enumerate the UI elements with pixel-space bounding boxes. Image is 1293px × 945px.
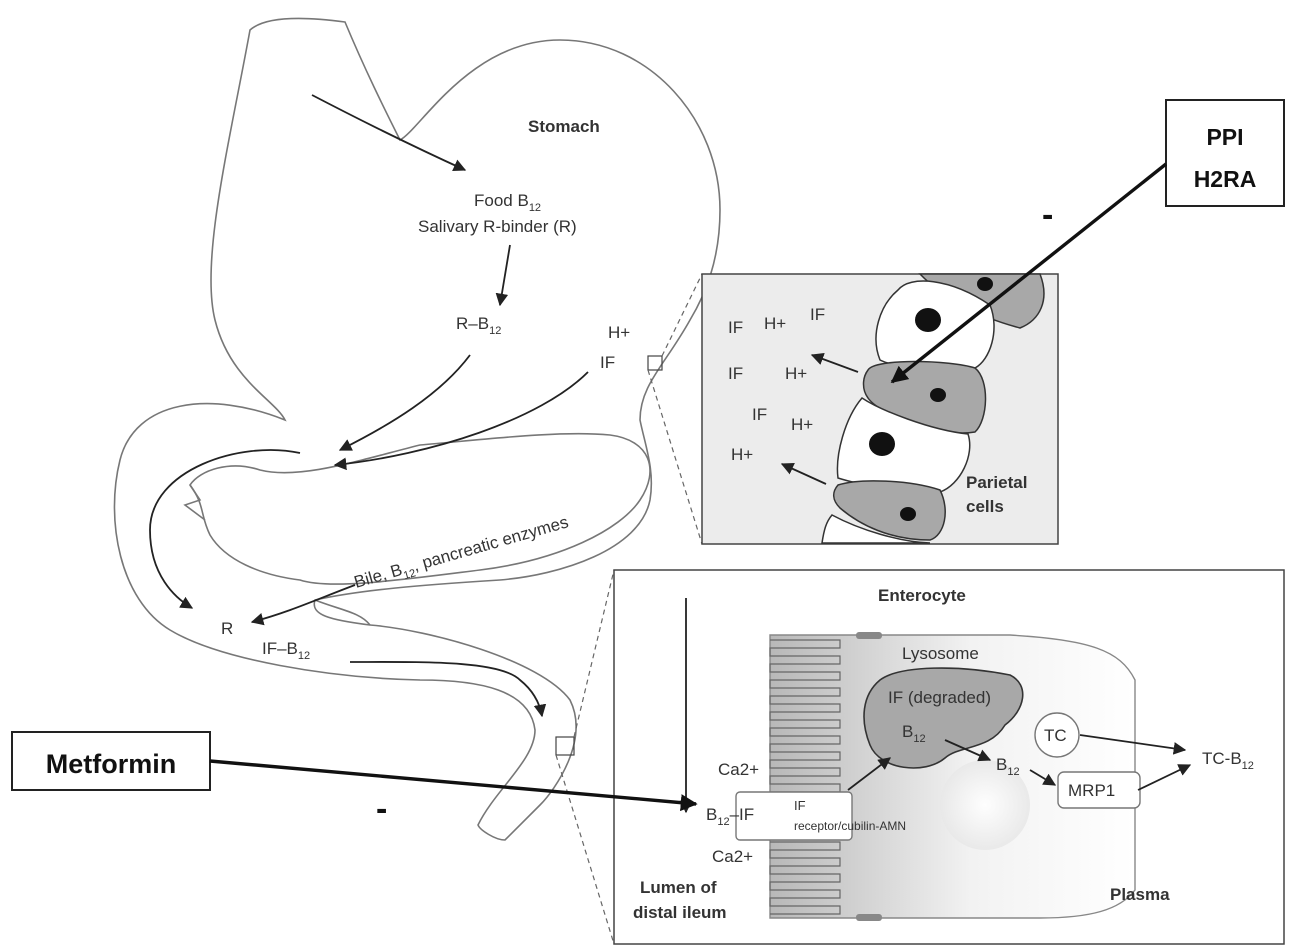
tc-b12-sub: 12 [1242, 760, 1254, 772]
bile-sub: 12 [402, 567, 417, 582]
parietal-cell-3 [833, 480, 946, 541]
duodenum-inner [314, 599, 371, 626]
b12-if-b: B [706, 805, 717, 824]
parietal-if-1: IF [728, 318, 743, 337]
mrp1-label: MRP1 [1068, 781, 1115, 800]
lumen-label-2: distal ileum [633, 903, 727, 922]
stomach-outline [113, 17, 721, 841]
svg-text:B12: B12 [902, 722, 926, 745]
r-label: R [221, 619, 233, 638]
metformin-label: Metformin [46, 749, 177, 779]
enterocyte-labels: Enterocyte Lysosome IF (degraded) B12 B1… [633, 586, 1254, 922]
if-degraded-label: IF (degraded) [888, 688, 991, 707]
if-b12-label: IF–B [262, 639, 298, 658]
stomach-if-label: IF [600, 353, 615, 372]
svg-text:B12–IF: B12–IF [706, 805, 754, 828]
stomach-labels: Stomach Food B12 Salivary R-binder (R) R… [221, 117, 630, 662]
stomach-title: Stomach [528, 117, 600, 136]
parietal-if-2: IF [810, 305, 825, 324]
food-b12-label: Food B [474, 191, 529, 210]
stomach-arrows [149, 94, 589, 718]
parietal-caption-2: cells [966, 497, 1004, 516]
lumen-label-1: Lumen of [640, 878, 717, 897]
enterocyte-panel [613, 569, 1285, 945]
metformin-minus-sign: - [376, 790, 387, 828]
metformin-inhibition-arrow [209, 759, 698, 812]
food-b12-sub: 12 [529, 202, 541, 214]
enterocyte-title: Enterocyte [878, 586, 966, 605]
bile-label: Bile, B [352, 560, 404, 592]
pancreatic-label: , pancreatic enzymes [411, 512, 571, 575]
free-b12: B [996, 755, 1007, 774]
h2ra-label: H2RA [1194, 166, 1257, 192]
ppi-minus-sign: - [1042, 196, 1053, 234]
b12-if-sub: 12 [717, 816, 729, 828]
r-b12-sub: 12 [489, 325, 501, 337]
metformin-box: Metformin [11, 731, 211, 791]
salivary-r-binder-label: Salivary R-binder (R) [418, 217, 577, 236]
receptor-label-2: receptor/cubilin-AMN [794, 819, 906, 833]
receptor-label-1: IF [794, 798, 806, 813]
parietal-if-3: IF [728, 364, 743, 383]
tc-b12-label: TC-B [1202, 749, 1242, 768]
b12-if-suffix: –IF [730, 805, 755, 824]
microvilli [769, 639, 841, 915]
plasma-label: Plasma [1110, 885, 1170, 904]
parietal-h-3: H+ [791, 415, 813, 434]
ppi-label: PPI [1206, 124, 1243, 150]
stomach-h-plus-label: H+ [608, 323, 630, 342]
parietal-h-1: H+ [764, 314, 786, 333]
parietal-caption-1: Parietal [966, 473, 1027, 492]
chief-cell-3 [821, 514, 931, 544]
parietal-labels: IF H+ IF IF H+ IF H+ H+ Parietal cells [728, 305, 1027, 516]
pancreas-outline [183, 432, 651, 585]
parietal-if-4: IF [752, 405, 767, 424]
tc-circle [1034, 712, 1080, 758]
svg-text:Food B12: Food B12 [474, 191, 541, 214]
ppi-h2ra-box: PPI H2RA [1165, 99, 1285, 207]
svg-text:TC-B12: TC-B12 [1202, 749, 1254, 772]
lysosome [863, 667, 1024, 769]
svg-text:B12: B12 [996, 755, 1020, 778]
receptor-box [735, 791, 853, 841]
zoom-box-ileum [555, 736, 575, 756]
svg-text:R–B12: R–B12 [456, 314, 501, 337]
parietal-h-2: H+ [785, 364, 807, 383]
ca-top-label: Ca2+ [718, 760, 759, 779]
svg-text:IF–B12: IF–B12 [262, 639, 310, 662]
zoom-box-stomach [647, 355, 663, 371]
free-b12-sub: 12 [1007, 766, 1019, 778]
ppi-inhibition-arrow [890, 162, 1168, 384]
zoom-dashed-lines [555, 273, 703, 945]
lysosome-label: Lysosome [902, 644, 979, 663]
lysosome-b12-sub: 12 [913, 733, 925, 745]
parietal-h-4: H+ [731, 445, 753, 464]
tc-label: TC [1044, 726, 1067, 745]
r-b12-label: R–B [456, 314, 489, 333]
ca-bottom-label: Ca2+ [712, 847, 753, 866]
lysosome-b12: B [902, 722, 913, 741]
if-b12-sub: 12 [298, 650, 310, 662]
enterocyte-nucleus [940, 760, 1030, 850]
